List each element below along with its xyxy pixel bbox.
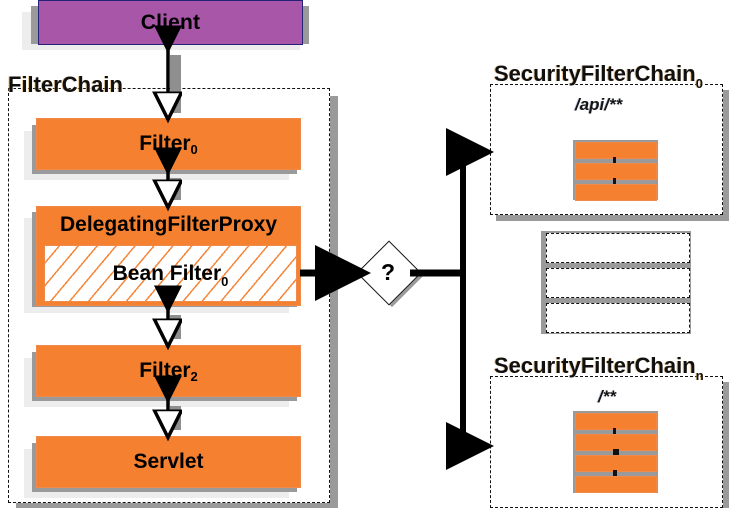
sfc0-bar-link-0 — [613, 157, 616, 163]
sfcn-mini-bar-0[interactable] — [575, 413, 657, 430]
placeholder-box-1 — [546, 268, 690, 298]
decision-diamond-label: ? — [380, 259, 396, 285]
servlet-label: Servlet — [133, 450, 204, 473]
filter2-label: Filter — [139, 359, 191, 382]
sfc0-mini-bar-1[interactable] — [575, 163, 657, 180]
placeholder-box-0 — [546, 233, 690, 263]
client-label: Client — [140, 10, 201, 34]
sfc0-mini-bar-2[interactable] — [575, 184, 657, 201]
filter2-subscript: 2 — [190, 368, 198, 384]
sfcn-filter-stack — [573, 411, 668, 496]
delegating-filter-proxy-box[interactable]: DelegatingFilterProxy Bean Filter0 — [36, 206, 301, 306]
sfcn-package-label: SecurityFilterChainn — [494, 353, 704, 383]
placeholder-box-2 — [546, 303, 690, 333]
connector-decision-branch-trunk — [410, 152, 466, 446]
dfp-title: DelegatingFilterProxy — [59, 213, 278, 236]
client-box[interactable]: Client — [38, 0, 303, 45]
filterchain-package-label: FilterChain — [8, 72, 123, 97]
sfc0-bar-link-1 — [613, 178, 616, 184]
bean-filter-box[interactable]: Bean Filter0 — [44, 245, 297, 302]
filter0-subscript: 0 — [190, 141, 198, 157]
sfcn-bar-link-2 — [613, 470, 617, 476]
sfc0-pattern-label: /api/** — [575, 95, 623, 114]
sfc0-package-label: SecurityFilterChain0 — [494, 61, 703, 91]
sfcn-bar-link-1 — [613, 449, 619, 455]
bean-filter-label-wrap: Bean Filter0 — [45, 261, 296, 289]
sfc0-subscript: 0 — [695, 76, 703, 91]
bean-filter-label: Bean Filter — [112, 261, 222, 285]
bean-filter-subscript: 0 — [221, 273, 229, 289]
filter-box-servlet[interactable]: Servlet — [36, 436, 301, 488]
sfc0-filter-stack — [573, 140, 663, 201]
sfcn-bar-link-0 — [613, 428, 616, 434]
sfcn-mini-bar-3[interactable] — [575, 476, 657, 493]
sfcn-subscript: n — [695, 368, 704, 383]
sfcn-pattern-label: /** — [598, 387, 616, 406]
filter0-label: Filter — [139, 132, 191, 155]
sfc0-mini-bar-0[interactable] — [575, 142, 657, 159]
